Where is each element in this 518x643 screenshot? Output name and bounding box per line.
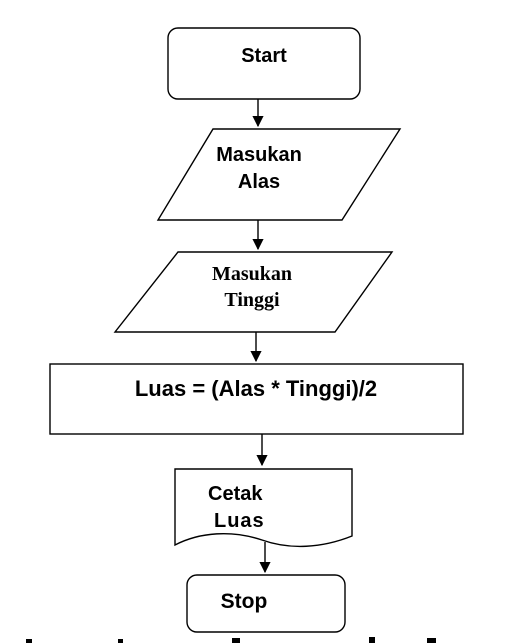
input-tinggi-parallelogram: Masukan Tinggi [113,251,394,333]
output-luas-document: Cetak Luas [174,468,353,548]
input-tinggi-label-line1: Masukan [212,263,292,285]
input-alas-parallelogram: Masukan Alas [156,128,402,221]
stop-terminator: Stop [186,574,346,633]
input-alas-label-line2: Alas [238,171,280,193]
process-luas-rectangle: Luas = (Alas * Tinggi)/2 [49,363,464,435]
start-terminator: Start [167,27,361,100]
input-alas-label-line1: Masukan [216,144,302,166]
start-label: Start [241,45,287,67]
stop-label: Stop [221,590,268,613]
input-tinggi-label-line2: Tinggi [224,289,280,311]
output-luas-label-line1: Cetak [208,483,263,505]
bottom-edge-fragments [26,637,436,643]
process-luas-label: Luas = (Alas * Tinggi)/2 [135,376,377,401]
output-luas-label-line2: Luas [214,510,265,532]
